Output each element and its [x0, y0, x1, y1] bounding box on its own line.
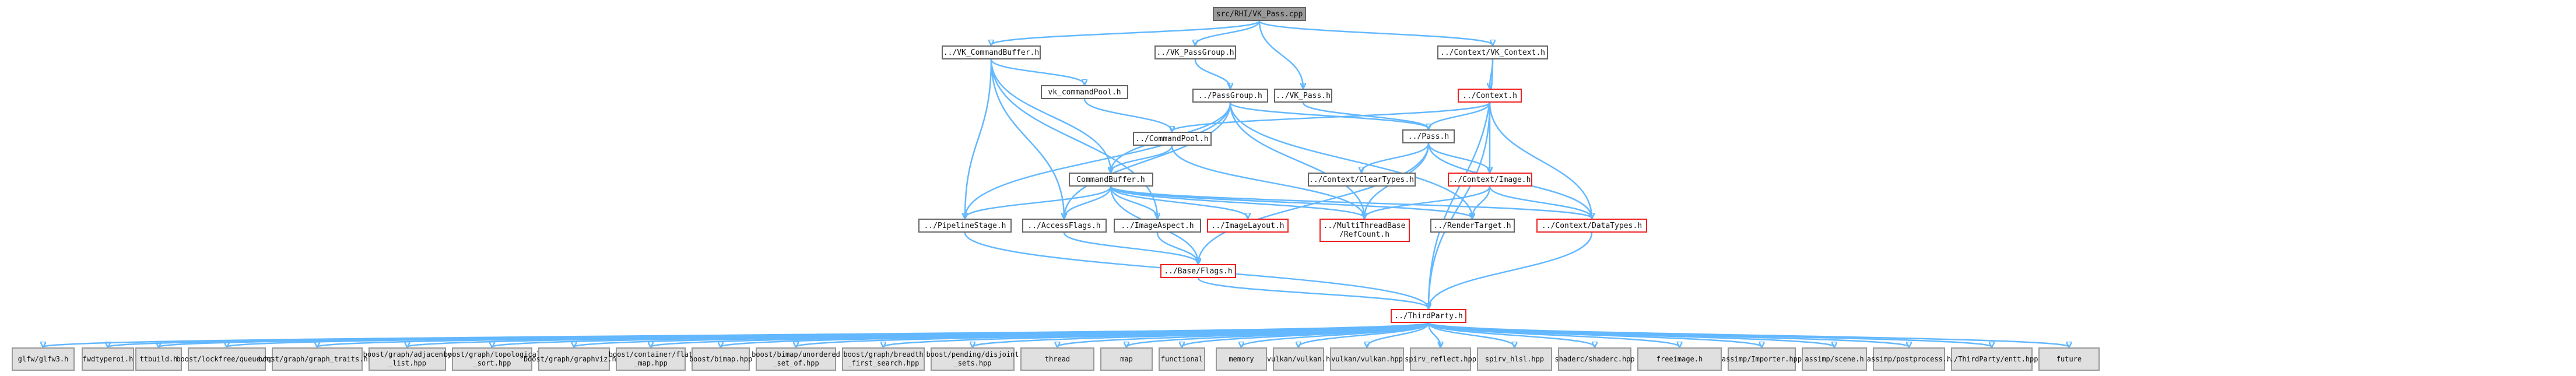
dependency-edge	[965, 59, 992, 218]
dependency-edge	[1489, 102, 1592, 218]
external-header-node[interactable]: future	[2038, 347, 2100, 371]
external-header-node[interactable]: boost/graph/breadth _first_search.hpp	[842, 347, 925, 371]
dependency-edge	[1156, 232, 1198, 263]
external-header-node[interactable]: assimp/Importer.hpp	[1722, 347, 1802, 371]
external-header-node[interactable]: spirv_reflect.hpp	[1405, 347, 1476, 371]
dependency-edge	[1429, 232, 1593, 308]
external-header-node[interactable]: assimp/scene.h	[1802, 347, 1867, 371]
header-file-node[interactable]: ../MultiThreadBase /RefCount.h	[1319, 219, 1410, 242]
header-file-node[interactable]: ../ImageLayout.h	[1207, 219, 1289, 233]
dependency-edge	[1298, 322, 1430, 347]
external-header-node[interactable]: shaderc/shaderc.hpp	[1554, 347, 1635, 371]
dependency-edge	[1427, 322, 1515, 347]
dependency-edge	[1258, 20, 1303, 88]
external-header-node[interactable]: vulkan/vulkan.h	[1267, 347, 1330, 371]
dependency-edge	[1427, 322, 2069, 347]
dependency-edge	[1258, 20, 1493, 46]
dependency-edge	[1427, 143, 1490, 172]
header-file-node[interactable]: ../Context.h	[1458, 89, 1522, 103]
external-header-node[interactable]: thread	[1020, 347, 1094, 371]
dependency-edge	[1197, 277, 1429, 308]
dependency-edge	[1110, 186, 1248, 218]
header-file-node[interactable]: ../Base/Flags.h	[1160, 264, 1236, 278]
dependency-edge	[1229, 102, 1364, 218]
dependency-edge	[1194, 59, 1230, 88]
external-header-node[interactable]: boost/graph/graphviz.hpp	[524, 347, 624, 371]
header-file-node[interactable]: ../PipelineStage.h	[918, 219, 1012, 233]
dependency-edge	[1172, 101, 1491, 132]
external-header-node[interactable]: glfw/glfw3.h	[12, 347, 75, 371]
dependency-edge	[1110, 185, 1472, 219]
dependency-edge	[991, 20, 1261, 46]
external-header-node[interactable]: assimp/postprocess.h	[1867, 347, 1951, 371]
external-header-node[interactable]: fwdtyperoi.h	[82, 347, 134, 371]
dependency-edge	[1229, 102, 1472, 218]
dependency-edge	[1063, 232, 1198, 263]
external-header-node[interactable]: boost/bimap.hpp	[689, 347, 752, 371]
external-header-node[interactable]: boost/graph/graph_traits.hpp	[258, 347, 376, 371]
header-file-node[interactable]: CommandBuffer.h	[1068, 173, 1153, 187]
dependency-edge	[1427, 322, 1441, 347]
dependency-edge	[1489, 186, 1592, 218]
dependency-edge	[1472, 186, 1491, 218]
header-file-node[interactable]: ../Pass.h	[1402, 129, 1455, 143]
dependency-edge	[1229, 102, 1429, 130]
dependency-edge	[1361, 143, 1430, 172]
external-header-node[interactable]: vulkan/vulkan.hpp	[1330, 347, 1404, 371]
external-header-node[interactable]: boost/container/flat _map.hpp	[609, 347, 693, 371]
header-file-node[interactable]: ../ImageAspect.h	[1114, 219, 1201, 233]
dependency-edge	[1427, 322, 1595, 348]
header-file-node[interactable]: ../AccessFlags.h	[1022, 219, 1107, 233]
dependency-edge	[1110, 186, 1157, 218]
dependency-edge	[1241, 322, 1430, 348]
dependency-edge	[990, 59, 1085, 85]
dependency-edge	[1110, 185, 1592, 219]
header-file-node[interactable]: vk_commandPool.h	[1041, 85, 1128, 99]
header-file-node[interactable]: ../VK_Pass.h	[1274, 89, 1332, 103]
external-header-node[interactable]: boost/graph/adjacency _list.hpp	[363, 347, 451, 371]
dependency-edge	[965, 186, 1112, 218]
external-header-node[interactable]: ../ThirdParty/entt.hpp	[1946, 347, 2038, 371]
external-header-node[interactable]: freeimage.h	[1637, 347, 1722, 371]
dependency-edge	[990, 59, 1111, 172]
header-file-node[interactable]: ../CommandPool.h	[1132, 132, 1212, 146]
header-file-node[interactable]: ../VK_CommandBuffer.h	[942, 45, 1041, 59]
dependency-edge	[1367, 322, 1430, 347]
header-file-node[interactable]: ../VK_PassGroup.h	[1154, 45, 1236, 59]
header-file-node[interactable]: ../Context/VK_Context.h	[1437, 45, 1548, 59]
external-header-node[interactable]: boost/graph/topological _sort.hpp	[444, 347, 541, 371]
dependency-edge	[1064, 186, 1112, 218]
dependency-edge	[1195, 20, 1261, 45]
header-file-node[interactable]: src/RHI/VK_Pass.cpp	[1213, 7, 1306, 21]
dependency-edge	[1364, 186, 1491, 218]
external-header-node[interactable]: boost/pending/disjoint _sets.hpp	[926, 347, 1019, 371]
external-header-node[interactable]: boost/bimap/unordered _set_of.hpp	[752, 347, 840, 371]
header-file-node[interactable]: ../RenderTarget.h	[1430, 219, 1515, 233]
external-header-node[interactable]: ttbuild.h	[135, 347, 182, 371]
dependency-edge	[965, 102, 1231, 218]
header-file-node[interactable]: ../Context/ClearTypes.h	[1307, 173, 1416, 187]
header-file-node[interactable]: ../Context/DataTypes.h	[1536, 219, 1647, 233]
external-header-node[interactable]: functional	[1159, 347, 1205, 371]
dependency-edge	[1429, 102, 1491, 129]
header-file-node[interactable]: ../PassGroup.h	[1192, 89, 1268, 103]
dependency-edge	[1111, 145, 1173, 172]
external-header-node[interactable]: boost/lockfree/queue.hpp	[176, 347, 278, 371]
dependency-edge	[1083, 99, 1172, 131]
dependency-edge	[1110, 186, 1364, 218]
external-header-node[interactable]: spirv_hlsl.hpp	[1477, 347, 1552, 371]
external-header-node[interactable]: memory	[1216, 347, 1267, 371]
dependency-edge	[990, 59, 1064, 218]
header-file-node[interactable]: ../Context/Image.h	[1447, 173, 1532, 187]
external-header-node[interactable]: map	[1100, 347, 1153, 371]
dependency-edge	[990, 59, 1157, 218]
header-file-node[interactable]: ../ThirdParty.h	[1391, 309, 1466, 323]
